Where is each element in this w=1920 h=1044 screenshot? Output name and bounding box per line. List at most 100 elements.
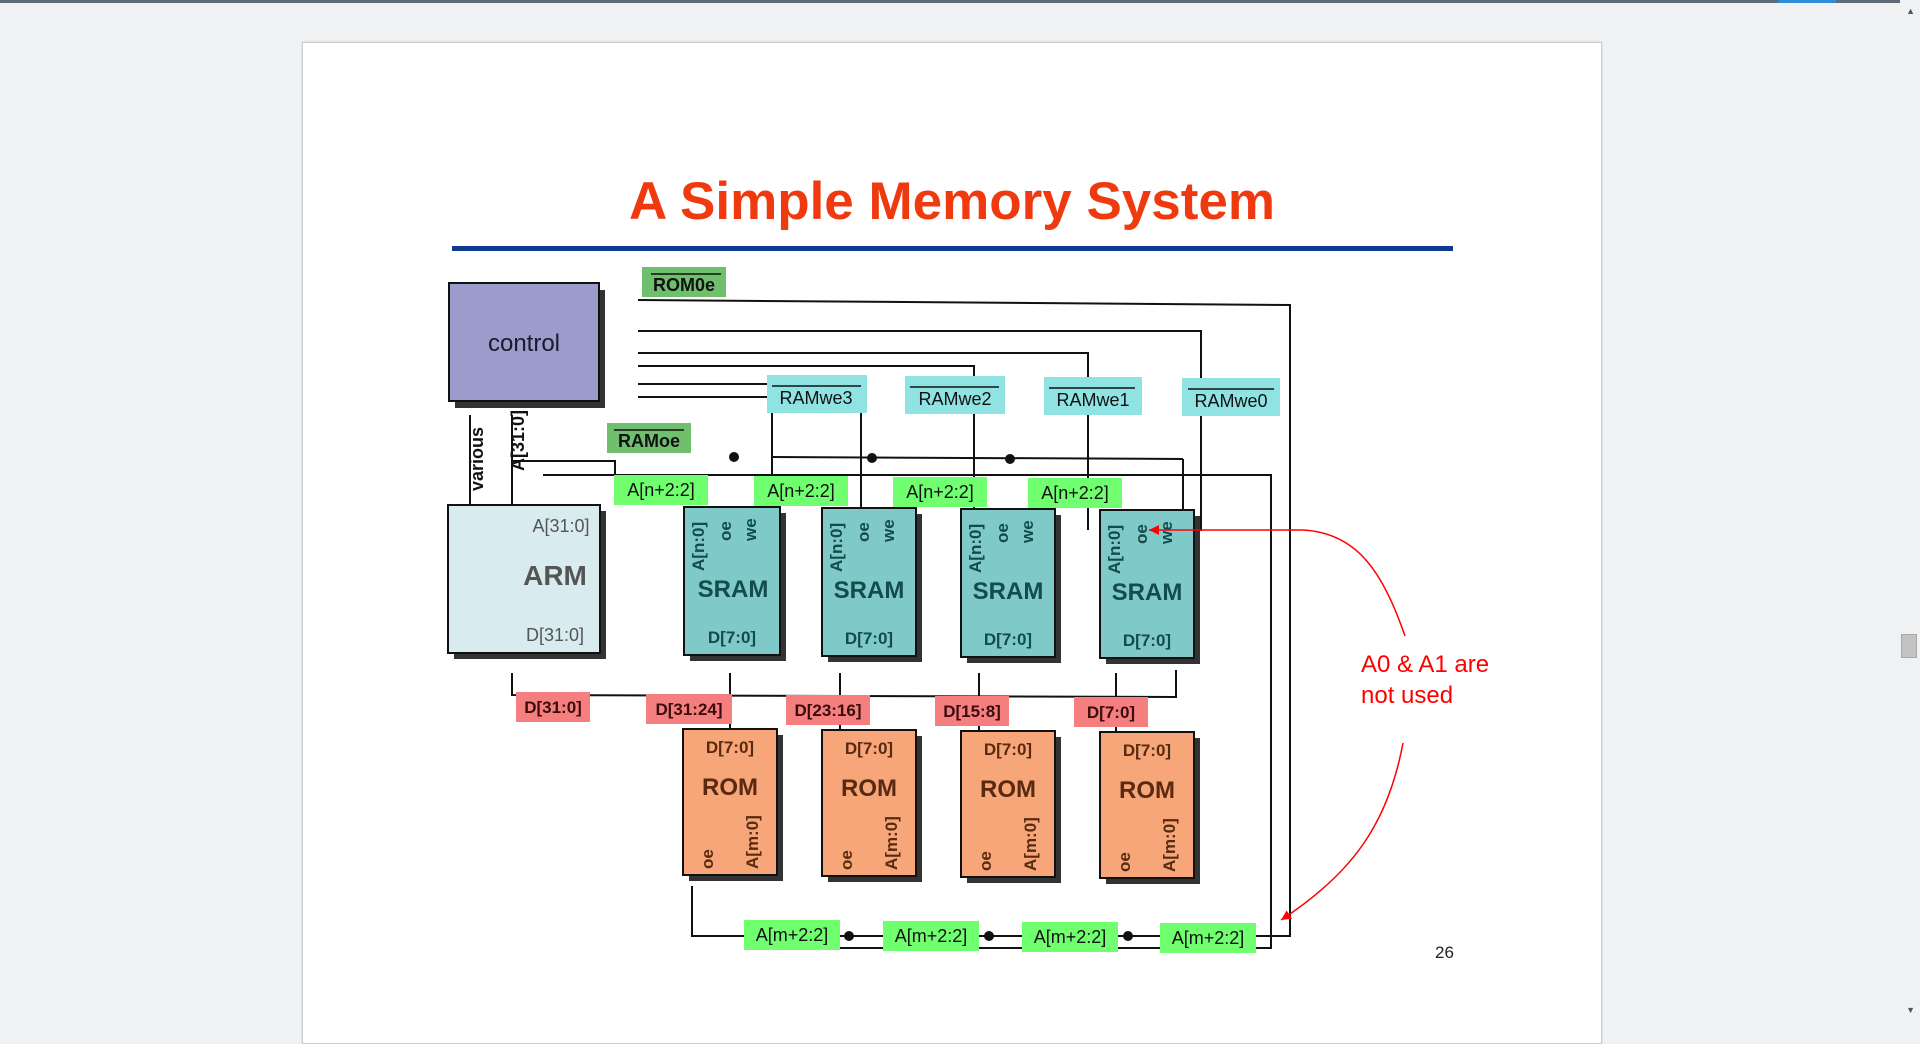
ram-oe-label: RAMoe — [607, 423, 691, 453]
svg-text:oe: oe — [976, 851, 995, 871]
slide-page: A Simple Memory System — [302, 42, 1602, 1044]
svg-text:D[31:24]: D[31:24] — [655, 700, 722, 719]
sram-addr-label: A[n+2:2] — [1028, 478, 1122, 508]
data-label: D[31:0] — [516, 692, 590, 722]
various-bus-label: various — [467, 427, 487, 491]
svg-text:ROM: ROM — [841, 775, 897, 802]
svg-text:A[m:0]: A[m:0] — [743, 815, 762, 869]
svg-text:SRAM: SRAM — [973, 578, 1044, 605]
svg-text:ROM: ROM — [980, 776, 1036, 803]
svg-text:we: we — [879, 519, 898, 543]
sram-block: A[n:0] oe we SRAM D[7:0] — [821, 507, 922, 662]
rom-block: D[7:0] ROM oe A[m:0] — [682, 728, 783, 881]
svg-text:A[m+2:2]: A[m+2:2] — [756, 925, 829, 945]
title-underline — [452, 246, 1453, 251]
svg-text:A[n+2:2]: A[n+2:2] — [767, 481, 835, 501]
scroll-down-arrow-icon[interactable]: ▼ — [1906, 1005, 1915, 1015]
svg-text:RAMwe0: RAMwe0 — [1194, 391, 1267, 411]
svg-text:SRAM: SRAM — [1112, 579, 1183, 606]
rom-block: D[7:0] ROM oe A[m:0] — [960, 730, 1061, 883]
svg-text:A[m:0]: A[m:0] — [1160, 818, 1179, 872]
annotation: A0 & A1 are not used — [1149, 525, 1489, 921]
svg-text:A[n+2:2]: A[n+2:2] — [1041, 483, 1109, 503]
svg-text:D[7:0]: D[7:0] — [1123, 631, 1171, 650]
svg-text:D[7:0]: D[7:0] — [708, 628, 756, 647]
rom-addr-label: A[m+2:2] — [1022, 922, 1118, 952]
svg-text:A[n:0]: A[n:0] — [827, 523, 846, 572]
svg-text:A[n+2:2]: A[n+2:2] — [906, 482, 974, 502]
arm-data-label: D[31:0] — [526, 625, 584, 645]
page-number: 26 — [1435, 943, 1454, 962]
svg-text:RAMwe2: RAMwe2 — [918, 389, 991, 409]
window-top-accent — [1778, 0, 1836, 3]
arrow-to-rom-addr — [1280, 742, 1404, 921]
scroll-up-arrow-icon[interactable]: ▲ — [1906, 6, 1915, 16]
svg-text:we: we — [1018, 520, 1037, 544]
svg-text:A[n:0]: A[n:0] — [966, 524, 985, 573]
sram-block: A[n:0] oe we SRAM D[7:0] — [960, 508, 1061, 663]
svg-text:A[m:0]: A[m:0] — [1021, 817, 1040, 871]
svg-text:A[m+2:2]: A[m+2:2] — [1172, 928, 1245, 948]
svg-text:SRAM: SRAM — [834, 577, 905, 604]
svg-text:D[23:16]: D[23:16] — [794, 701, 861, 720]
svg-text:ROM: ROM — [1119, 777, 1175, 804]
svg-text:oe: oe — [1132, 524, 1151, 544]
scrollbar-thumb[interactable] — [1901, 634, 1917, 658]
svg-text:A[n:0]: A[n:0] — [689, 522, 708, 571]
sram-addr-label: A[n+2:2] — [614, 475, 708, 505]
ram-we0-label: RAMwe0 — [1182, 378, 1280, 416]
data-label: D[31:24] — [646, 694, 732, 724]
svg-text:ROM0e: ROM0e — [653, 275, 715, 295]
svg-text:oe: oe — [698, 849, 717, 869]
svg-text:oe: oe — [837, 850, 856, 870]
svg-text:D[7:0]: D[7:0] — [1123, 741, 1171, 760]
svg-text:we: we — [1157, 521, 1176, 545]
rom-block: D[7:0] ROM oe A[m:0] — [1099, 731, 1200, 884]
svg-text:ROM: ROM — [702, 774, 758, 801]
arm-block: A[31:0] ARM D[31:0] — [447, 504, 606, 659]
svg-text:SRAM: SRAM — [698, 576, 769, 603]
arrow-to-sram-addr — [1149, 525, 1406, 637]
svg-text:RAMwe3: RAMwe3 — [779, 388, 852, 408]
window-top-border — [0, 0, 1920, 3]
svg-text:oe: oe — [854, 522, 873, 542]
annotation-line-2: not used — [1361, 682, 1453, 709]
svg-text:A[m+2:2]: A[m+2:2] — [1034, 927, 1107, 947]
ram-we3-label: RAMwe3 — [767, 375, 867, 413]
svg-text:A[n:0]: A[n:0] — [1105, 525, 1124, 574]
svg-text:RAMoe: RAMoe — [618, 431, 680, 451]
vertical-scrollbar[interactable]: ▲ ▼ — [1900, 0, 1920, 1023]
svg-text:D[7:0]: D[7:0] — [984, 630, 1032, 649]
sram-block: A[n:0] oe we SRAM D[7:0] — [683, 506, 786, 661]
svg-text:oe: oe — [993, 523, 1012, 543]
arm-addr-label: A[31:0] — [532, 516, 589, 536]
svg-text:A[m+2:2]: A[m+2:2] — [895, 926, 968, 946]
slide-title: A Simple Memory System — [628, 172, 1276, 231]
rom-addr-label: A[m+2:2] — [744, 920, 840, 950]
ram-we1-label: RAMwe1 — [1044, 377, 1142, 415]
arm-label: ARM — [523, 560, 587, 591]
ram-we2-label: RAMwe2 — [905, 376, 1005, 414]
svg-text:D[7:0]: D[7:0] — [845, 739, 893, 758]
svg-text:D[31:0]: D[31:0] — [524, 698, 582, 717]
rom-addr-label: A[m+2:2] — [883, 921, 979, 951]
svg-text:oe: oe — [1115, 852, 1134, 872]
svg-text:D[7:0]: D[7:0] — [706, 738, 754, 757]
rom-block: D[7:0] ROM oe A[m:0] — [821, 729, 922, 882]
svg-text:A[n+2:2]: A[n+2:2] — [627, 480, 695, 500]
svg-text:oe: oe — [716, 521, 735, 541]
svg-text:RAMwe1: RAMwe1 — [1056, 390, 1129, 410]
svg-text:D[7:0]: D[7:0] — [1087, 703, 1135, 722]
annotation-line-1: A0 & A1 are — [1361, 651, 1489, 678]
data-label: D[23:16] — [786, 695, 870, 725]
sram-block: A[n:0] oe we SRAM D[7:0] — [1099, 509, 1200, 664]
svg-text:D[15:8]: D[15:8] — [943, 702, 1001, 721]
sram-addr-label: A[n+2:2] — [893, 477, 987, 507]
sram-addr-label: A[n+2:2] — [754, 476, 848, 506]
control-label: control — [488, 330, 560, 357]
svg-text:we: we — [741, 518, 760, 542]
svg-text:D[7:0]: D[7:0] — [984, 740, 1032, 759]
svg-text:A[m:0]: A[m:0] — [882, 816, 901, 870]
data-label: D[15:8] — [935, 696, 1009, 726]
rom-oe-label: ROM0e — [642, 267, 726, 297]
